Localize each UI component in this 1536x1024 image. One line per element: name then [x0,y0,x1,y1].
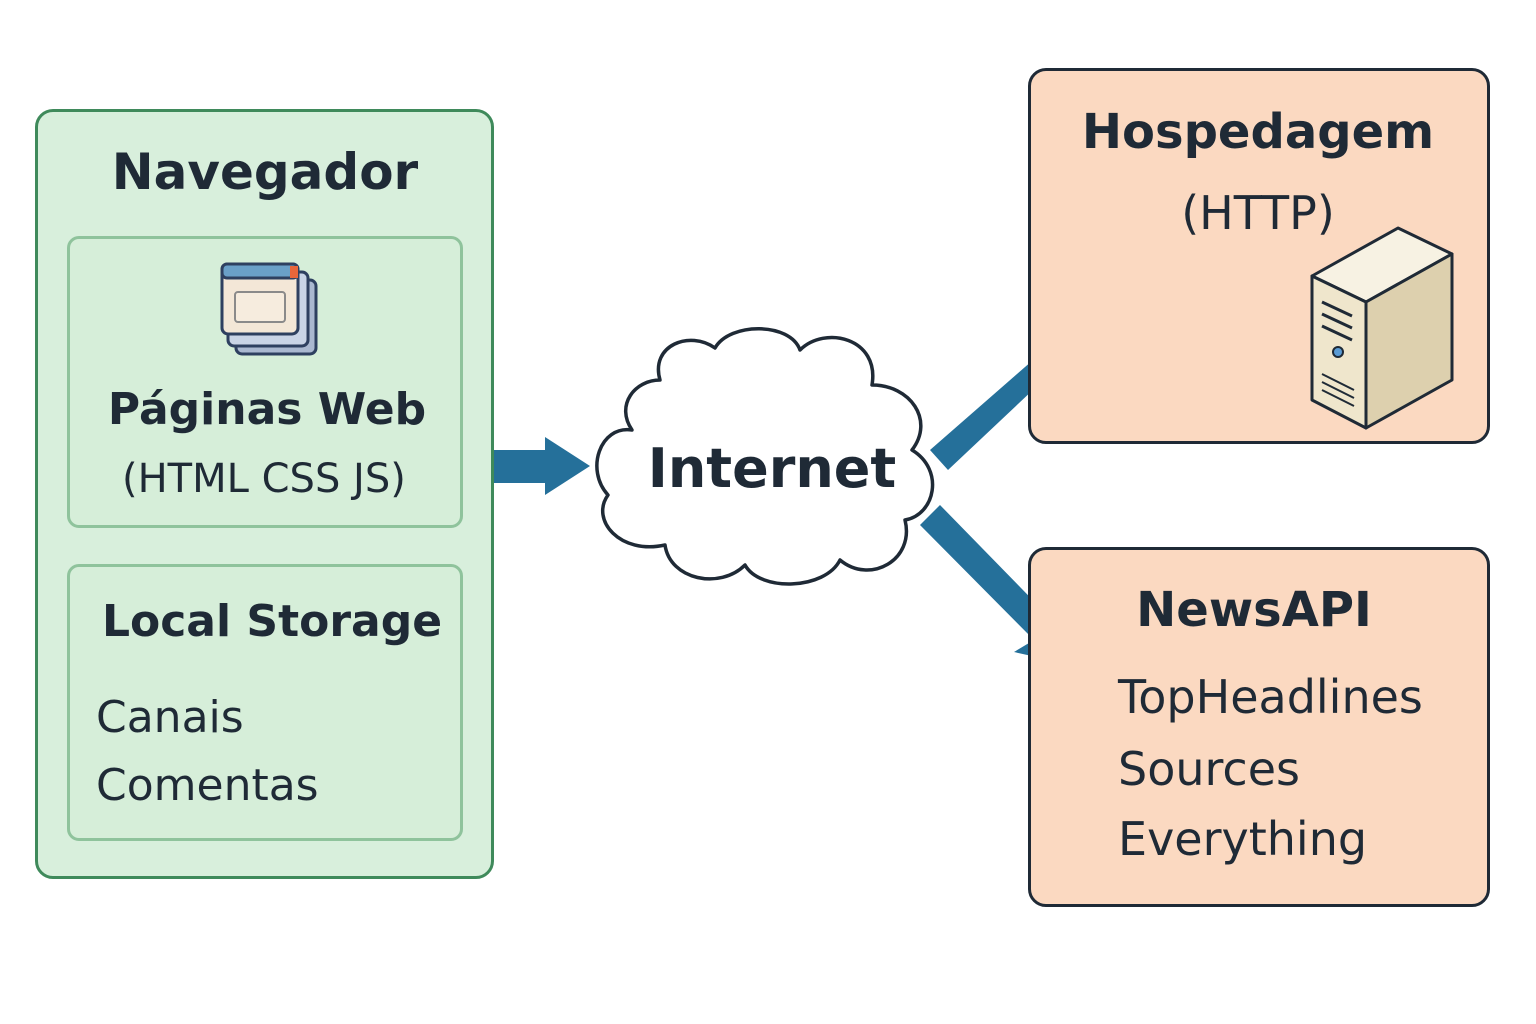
newsapi-endpoint: Sources [1118,742,1300,796]
browser-title: Navegador [111,143,419,201]
hosting-subtitle: (HTTP) [1181,186,1335,240]
newsapi-panel [1028,547,1490,907]
arrow-browser-to-internet [494,437,590,495]
local-storage-box [67,564,463,841]
internet-label: Internet [647,437,897,500]
newsapi-endpoint: TopHeadlines [1118,670,1423,724]
local-storage-title: Local Storage [101,596,443,647]
hosting-title: Hospedagem [1081,104,1435,160]
web-pages-title: Páginas Web [107,384,427,435]
newsapi-title: NewsAPI [1136,582,1372,638]
storage-item: Canais [96,692,244,743]
server-tower-icon [1310,226,1454,430]
newsapi-endpoint: Everything [1118,812,1368,866]
web-pages-subtitle: (HTML CSS JS) [122,456,406,502]
browser-window-icon [220,262,318,356]
cloud-icon [595,327,935,586]
storage-item: Comentas [96,760,319,811]
